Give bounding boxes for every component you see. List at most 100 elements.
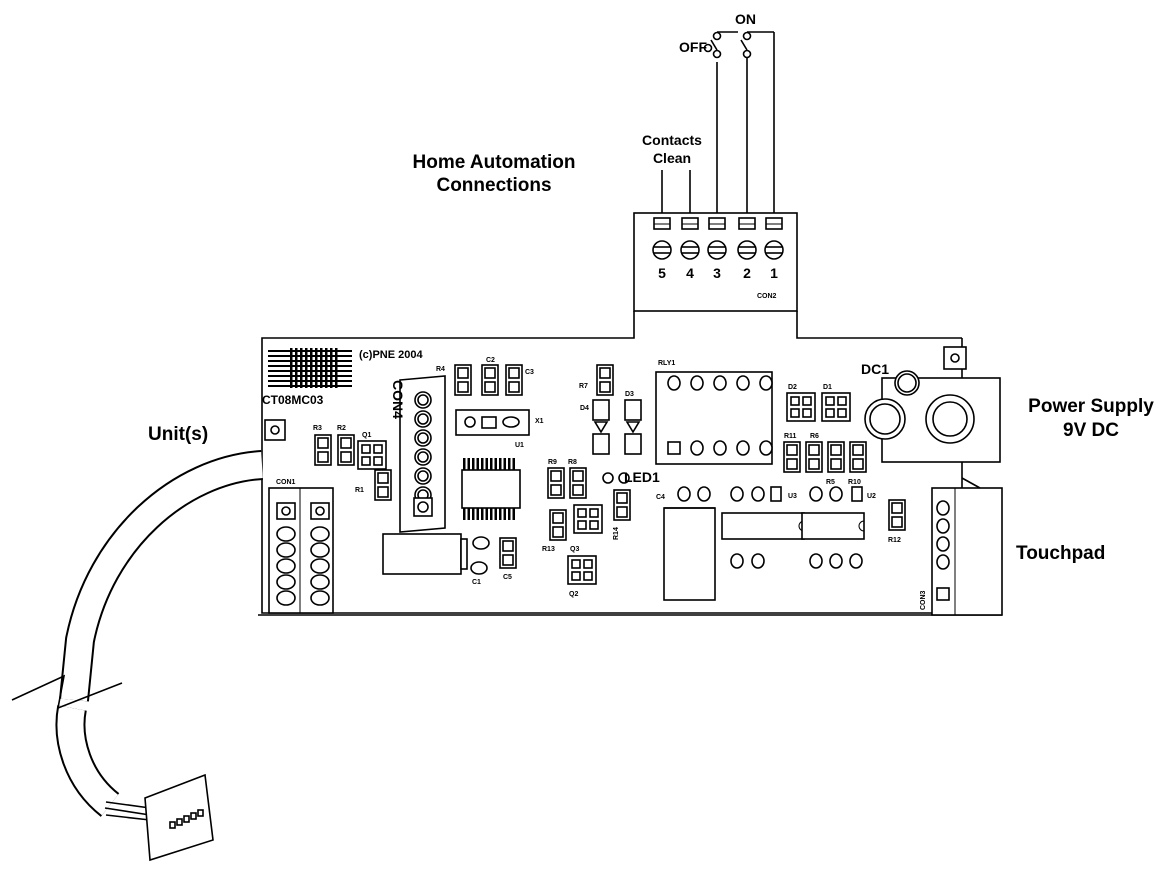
transistor-q1 bbox=[357, 440, 387, 470]
terminal-number: 4 bbox=[686, 265, 694, 281]
designator-r4: R4 bbox=[436, 366, 445, 373]
designator-c4: C4 bbox=[656, 494, 665, 501]
off-label: OFF bbox=[679, 39, 707, 55]
designator-c5: C5 bbox=[503, 574, 512, 581]
terminal-labels: 5 4 3 2 1 bbox=[658, 265, 778, 281]
pcb-board bbox=[258, 311, 1002, 616]
resistor-r10 bbox=[849, 441, 867, 473]
home-automation-label-2: Connections bbox=[436, 175, 551, 196]
rly1-relay bbox=[655, 371, 773, 465]
diode-d2 bbox=[786, 392, 816, 422]
designator-x1: X1 bbox=[535, 418, 544, 425]
designator-r2: R2 bbox=[337, 425, 346, 432]
con4-header bbox=[399, 375, 446, 533]
capacitor-c1-icon bbox=[470, 561, 488, 575]
terminal-number: 5 bbox=[658, 265, 666, 281]
contacts-label-2: Clean bbox=[653, 150, 691, 166]
touchpad-label: Touchpad bbox=[1016, 543, 1105, 564]
resistor-r11 bbox=[783, 441, 801, 473]
capacitor-c4 bbox=[663, 507, 716, 601]
copyright-label: (c)PNE 2004 bbox=[359, 349, 423, 361]
con2-connector bbox=[633, 212, 798, 312]
x1-crystal bbox=[455, 409, 530, 436]
power-supply-label-2: 9V DC bbox=[1063, 420, 1119, 441]
diode-d3 bbox=[624, 399, 642, 455]
designator-con1: CON1 bbox=[276, 479, 296, 486]
capacitor-c3 bbox=[505, 364, 523, 396]
designator-rly1: RLY1 bbox=[658, 360, 675, 367]
terminal-screw-icon bbox=[764, 240, 784, 260]
terminal-screw-icon bbox=[652, 240, 672, 260]
designator-u1: U1 bbox=[515, 442, 524, 449]
led1-icon bbox=[602, 472, 614, 484]
resistor-r6 bbox=[805, 441, 823, 473]
ic-u2-icon bbox=[801, 512, 865, 540]
designator-r1: R1 bbox=[355, 487, 364, 494]
designator-r10: R10 bbox=[848, 479, 861, 486]
designator-c3: C3 bbox=[525, 369, 534, 376]
resistor-r12 bbox=[888, 499, 906, 531]
resistor-r1 bbox=[374, 469, 392, 501]
terminal-screw-icon bbox=[680, 240, 700, 260]
diode-d4 bbox=[592, 399, 610, 455]
designator-d2: D2 bbox=[788, 384, 797, 391]
resistor-r4 bbox=[454, 364, 472, 396]
switch-wiring bbox=[661, 31, 775, 213]
on-contact-icon bbox=[742, 31, 752, 41]
con4-label: CON4 bbox=[390, 380, 406, 419]
designator-u3: U3 bbox=[788, 493, 797, 500]
designator-c2: C2 bbox=[486, 357, 495, 364]
designator-d3: D3 bbox=[625, 391, 634, 398]
designator-con3: CON3 bbox=[920, 590, 927, 610]
on-label: ON bbox=[735, 11, 756, 27]
board-id-label: CT08MC03 bbox=[262, 393, 324, 407]
home-automation-label-1: Home Automation bbox=[413, 152, 576, 173]
transistor-q3 bbox=[573, 504, 603, 534]
terminal-screw-icon bbox=[707, 240, 727, 260]
resistor-r8 bbox=[569, 467, 587, 499]
designator-r13: R13 bbox=[542, 546, 555, 553]
designator-q1: Q1 bbox=[362, 432, 371, 439]
terminal-number: 1 bbox=[770, 265, 778, 281]
contacts-label-1: Contacts bbox=[642, 132, 702, 148]
designator-q3: Q3 bbox=[570, 546, 579, 553]
annotation-labels: Home Automation Connections Contacts Cle… bbox=[148, 11, 1154, 564]
con1-connector bbox=[268, 487, 334, 614]
capacitor-c2 bbox=[481, 364, 499, 396]
diode-d1 bbox=[821, 392, 851, 422]
designator-r8: R8 bbox=[568, 459, 577, 466]
designator-r11: R11 bbox=[784, 433, 797, 440]
designator-r3: R3 bbox=[313, 425, 322, 432]
large-capacitor bbox=[382, 533, 468, 575]
designator-r14: R14 bbox=[613, 527, 620, 540]
designator-r5: R5 bbox=[826, 479, 835, 486]
designator-d4: D4 bbox=[580, 405, 589, 412]
resistor-r2 bbox=[337, 434, 355, 466]
designator-con2: CON2 bbox=[757, 293, 777, 300]
terminal-number: 2 bbox=[743, 265, 751, 281]
board-logo-icon bbox=[268, 348, 352, 388]
resistor-r7 bbox=[596, 364, 614, 396]
resistor-r9 bbox=[547, 467, 565, 499]
designator-r9: R9 bbox=[548, 459, 557, 466]
transistor-q2 bbox=[567, 555, 597, 585]
designator-q2: Q2 bbox=[569, 591, 578, 598]
resistor-r13 bbox=[549, 509, 567, 541]
terminal-number: 3 bbox=[713, 265, 721, 281]
con3-connector bbox=[931, 477, 1003, 616]
designator-u2: U2 bbox=[867, 493, 876, 500]
resistor-r14 bbox=[613, 489, 631, 521]
designator-r7: R7 bbox=[579, 383, 588, 390]
unit-cable bbox=[11, 450, 264, 862]
terminal-screw-icon bbox=[737, 240, 757, 260]
designator-r12: R12 bbox=[888, 537, 901, 544]
designator-d1: D1 bbox=[823, 384, 832, 391]
dc1-power-jack bbox=[864, 370, 1001, 463]
capacitor-c5 bbox=[499, 537, 517, 569]
unit-label: Unit(s) bbox=[148, 424, 208, 445]
resistor-r3 bbox=[314, 434, 332, 466]
designator-c1: C1 bbox=[472, 579, 481, 586]
ic-u1-icon bbox=[461, 458, 521, 520]
